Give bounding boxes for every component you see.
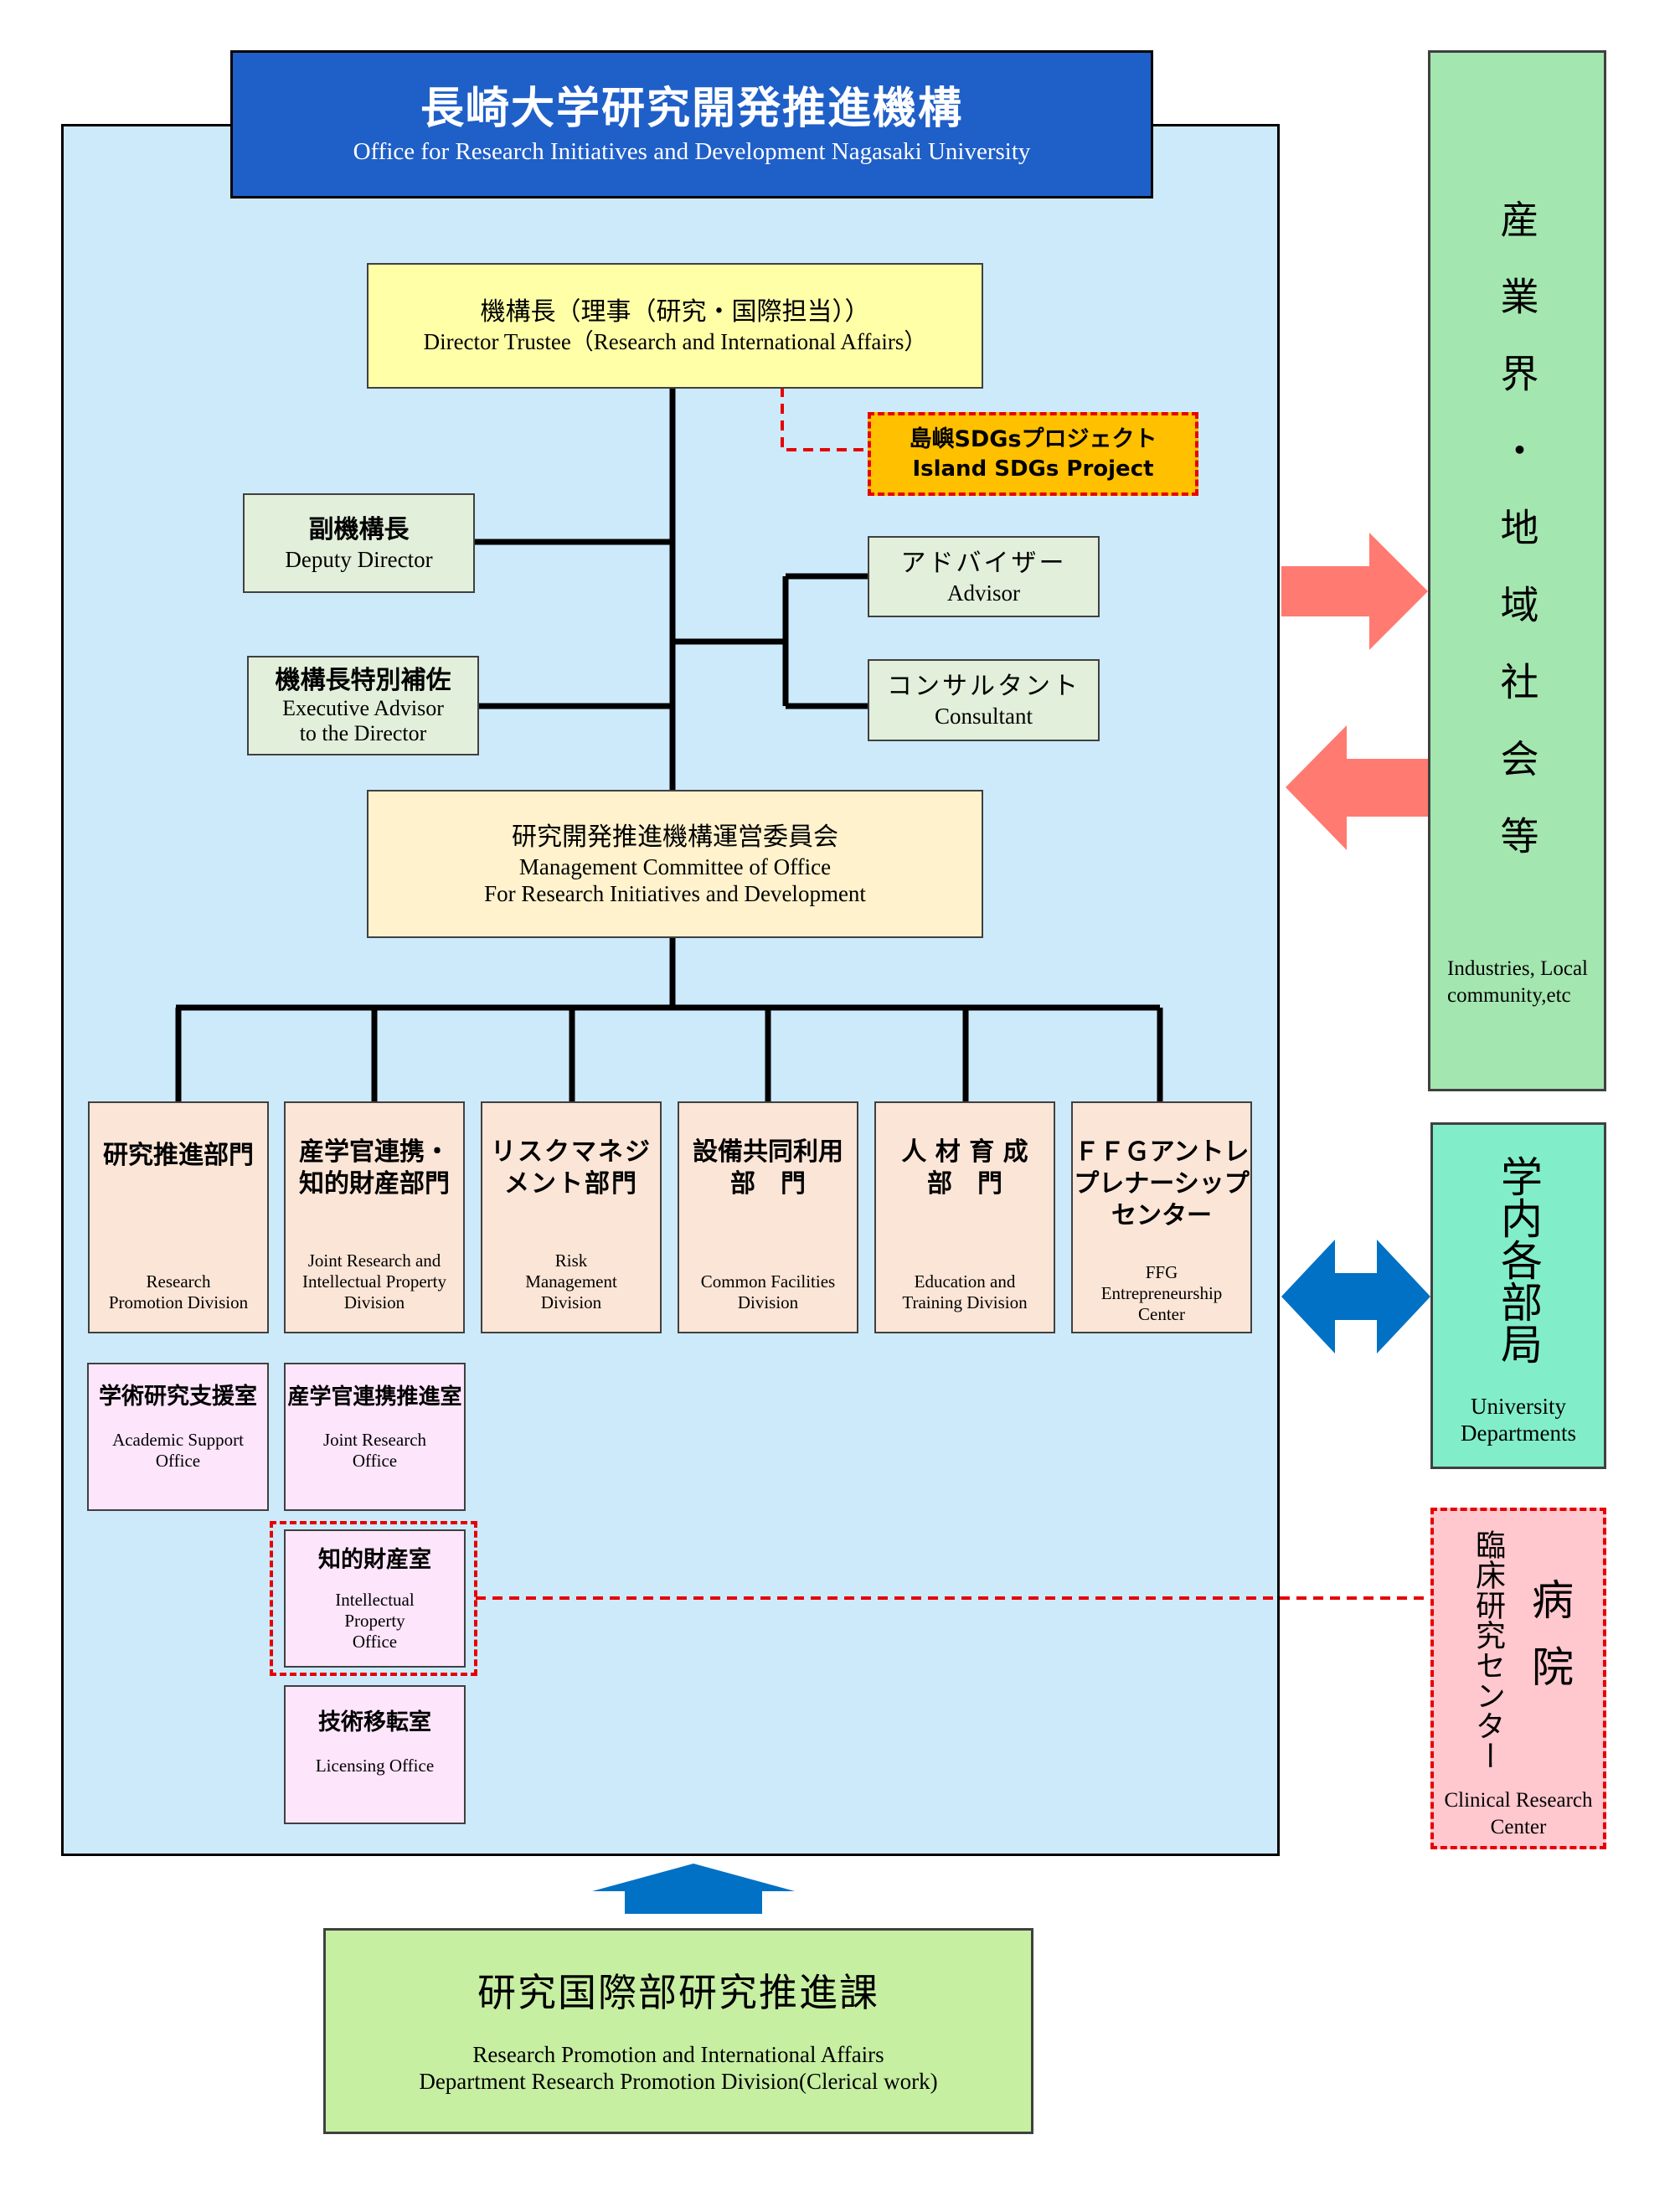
committee-label-jp: 研究開発推進機構運営委員会 bbox=[512, 822, 838, 852]
office-intellectual-property: 知的財産室 Intellectual Property Office bbox=[284, 1529, 466, 1668]
division-label-jp-line2: 知的財産部門 bbox=[299, 1169, 450, 1199]
hospital-box: 臨床研究センター 病院 Clinical Research Center bbox=[1430, 1508, 1606, 1849]
university-label-en: University Departments bbox=[1461, 1394, 1576, 1446]
division-label-jp-line1: リスクマネジ bbox=[491, 1137, 652, 1167]
division-risk-management: リスクマネジ メント部門 Risk Management Division bbox=[481, 1101, 662, 1333]
committee-box: 研究開発推進機構運営委員会 Management Committee of Of… bbox=[367, 790, 983, 938]
committee-label-en2: For Research Initiatives and Development bbox=[484, 880, 866, 906]
university-departments-box: 学内各部局 University Departments bbox=[1430, 1122, 1606, 1469]
division-label-jp-line2: 部 門 bbox=[730, 1169, 806, 1199]
deputy-director-box: 副機構長 Deputy Director bbox=[243, 493, 475, 593]
director-label-en: Director Trustee（Research and Internatio… bbox=[423, 329, 927, 354]
division-label-jp-line3: センター bbox=[1111, 1201, 1212, 1230]
office-academic-support: 学術研究支援室 Academic Support Office bbox=[87, 1363, 269, 1511]
deputy-label-jp: 副機構長 bbox=[308, 514, 410, 544]
division-joint-research-ip: 産学官連携・ 知的財産部門 Joint Research and Intelle… bbox=[284, 1101, 465, 1333]
office-label-en: Joint Research Office bbox=[322, 1430, 427, 1471]
division-label-en: Research Promotion Division bbox=[108, 1271, 249, 1312]
division-label-jp-line2: 部 門 bbox=[927, 1169, 1002, 1199]
office-label-jp: 技術移転室 bbox=[318, 1709, 431, 1735]
division-education-training: 人 材 育 成 部 門 Education and Training Divis… bbox=[874, 1101, 1055, 1333]
header-title-en: Office for Research Initiatives and Deve… bbox=[353, 137, 1031, 165]
executive-advisor-box: 機構長特別補佐 Executive Advisor to the Directo… bbox=[247, 656, 479, 755]
division-label-en: Risk Management Division bbox=[525, 1250, 617, 1312]
division-research-promotion: 研究推進部門 Research Promotion Division bbox=[88, 1101, 269, 1333]
hospital-label-en: Clinical Research Center bbox=[1444, 1789, 1593, 1838]
office-label-en: Licensing Office bbox=[315, 1756, 435, 1776]
deputy-label-en: Deputy Director bbox=[285, 546, 433, 572]
division-label-en: Education and Training Division bbox=[902, 1271, 1028, 1312]
exec-advisor-label-en2: to the Director bbox=[299, 720, 427, 745]
office-label-jp: 学術研究支援室 bbox=[99, 1384, 257, 1410]
division-label-en: Common Facilities Division bbox=[700, 1271, 836, 1312]
sdgs-label-en: Island SDGs Project bbox=[912, 456, 1154, 482]
clinical-research-label-jp: 臨床研究センター bbox=[1471, 1529, 1505, 1771]
office-label-jp: 産学官連携推進室 bbox=[287, 1384, 462, 1410]
industry-community-box: 産業界・地域社会等 Industries, Local community,et… bbox=[1428, 50, 1606, 1091]
university-label-jp: 学内各部局 bbox=[1494, 1155, 1543, 1364]
ip-office-highlight bbox=[270, 1521, 477, 1676]
office-label-en: Intellectual Property Office bbox=[335, 1590, 415, 1652]
division-label-jp-line2: メント部門 bbox=[504, 1169, 638, 1199]
sdgs-label-jp: 島嶼SDGsプロジェクト bbox=[909, 426, 1157, 452]
advisor-label-en: Advisor bbox=[947, 580, 1020, 606]
division-label-jp: 研究推進部門 bbox=[103, 1141, 254, 1170]
division-label-en: Joint Research and Intellectual Property… bbox=[302, 1250, 447, 1312]
committee-label-en1: Management Committee of Office bbox=[518, 853, 832, 879]
sdgs-project-box: 島嶼SDGsプロジェクト Island SDGs Project bbox=[868, 412, 1198, 496]
division-common-facilities: 設備共同利用 部 門 Common Facilities Division bbox=[678, 1101, 858, 1333]
exec-advisor-label-jp: 機構長特別補佐 bbox=[275, 665, 451, 695]
bottom-label-en2: Department Research Promotion Division(C… bbox=[419, 2069, 938, 2094]
division-label-jp-line1: 設備共同利用 bbox=[693, 1137, 843, 1167]
division-label-en: FFG Entrepreneurship Center bbox=[1100, 1262, 1223, 1324]
exec-advisor-label-en1: Executive Advisor bbox=[282, 695, 444, 720]
division-label-jp-line1: 産学官連携・ bbox=[299, 1137, 450, 1167]
office-label-en: Academic Support Office bbox=[112, 1430, 244, 1471]
office-label-jp: 知的財産室 bbox=[318, 1547, 431, 1573]
industry-label-en: Industries, Local community,etc bbox=[1447, 957, 1589, 1007]
bottom-label-en1: Research Promotion and International Aff… bbox=[472, 2042, 884, 2067]
division-label-jp-line1: 人 材 育 成 bbox=[901, 1137, 1028, 1167]
consultant-label-jp: コンサルタント bbox=[887, 672, 1080, 701]
director-label-jp: 機構長（理事（研究・国際担当）） bbox=[480, 297, 870, 327]
division-label-jp-line1: ＦＦＧアントレ bbox=[1074, 1137, 1250, 1167]
division-ffg-entrepreneurship: ＦＦＧアントレ プレナーシップ センター FFG Entrepreneurshi… bbox=[1071, 1101, 1252, 1333]
division-label-jp-line2: プレナーシップ bbox=[1074, 1169, 1250, 1199]
office-licensing: 技術移転室 Licensing Office bbox=[284, 1685, 466, 1824]
office-joint-research: 産学官連携推進室 Joint Research Office bbox=[284, 1363, 466, 1511]
header-title-box: 長崎大学研究開発推進機構 Office for Research Initiat… bbox=[230, 50, 1153, 199]
research-promotion-clerical-box: 研究国際部研究推進課 Research Promotion and Intern… bbox=[323, 1928, 1033, 2134]
consultant-box: コンサルタント Consultant bbox=[868, 659, 1100, 741]
bottom-label-jp: 研究国際部研究推進課 bbox=[477, 1970, 879, 2015]
hospital-label-jp: 病院 bbox=[1525, 1578, 1574, 1712]
consultant-label-en: Consultant bbox=[934, 704, 1033, 729]
advisor-label-jp: アドバイザー bbox=[900, 548, 1067, 578]
director-box: 機構長（理事（研究・国際担当）） Director Trustee（Resear… bbox=[367, 263, 983, 389]
industry-label-jp: 産業界・地域社会等 bbox=[1494, 199, 1540, 893]
header-title-jp: 長崎大学研究開発推進機構 bbox=[420, 83, 963, 134]
advisor-box: アドバイザー Advisor bbox=[868, 536, 1100, 617]
